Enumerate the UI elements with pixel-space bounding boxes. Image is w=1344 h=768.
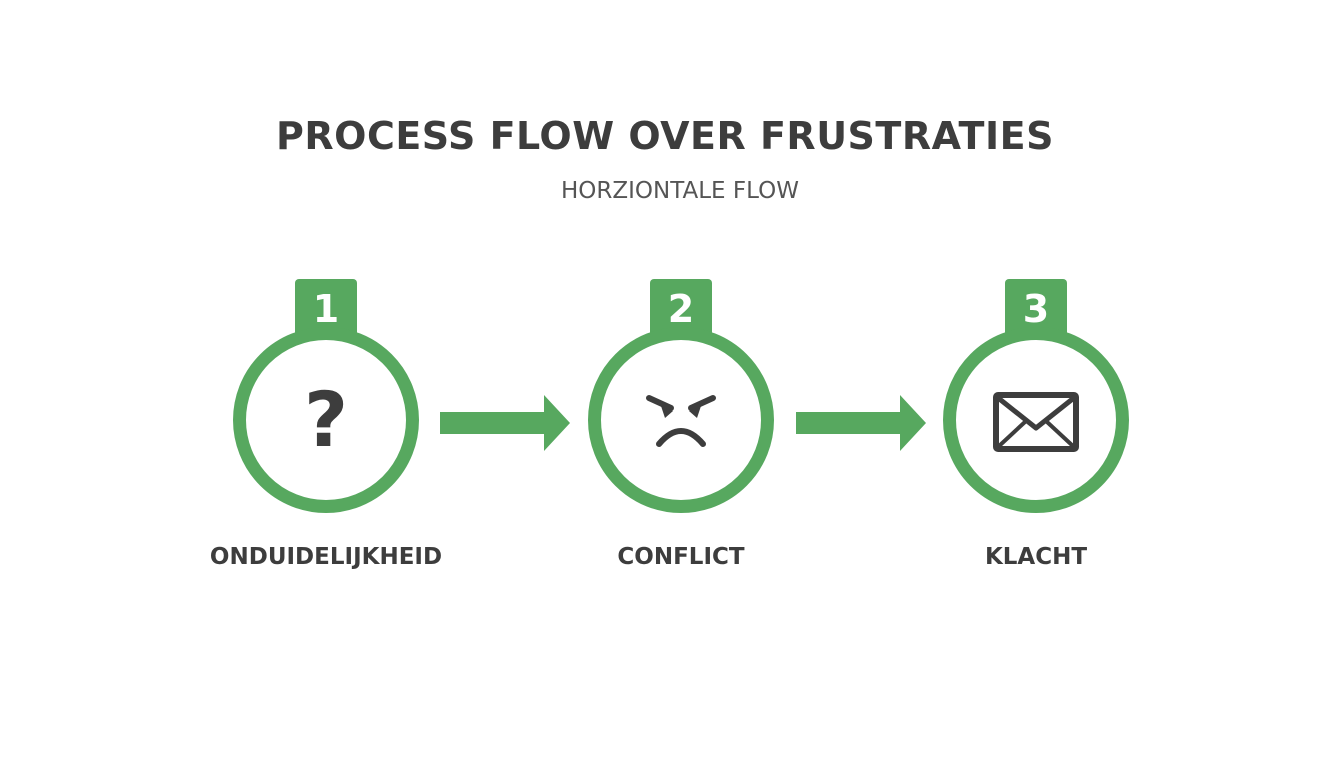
- step-3: 3 KLACHT: [916, 279, 1156, 599]
- step-label: CONFLICT: [617, 544, 745, 570]
- arrow-right-icon: [796, 395, 926, 451]
- step-2: 2 CONFLICT: [561, 279, 801, 599]
- arrow-right-icon: [440, 395, 570, 451]
- question-mark-icon: ?: [304, 375, 348, 464]
- angry-face-icon: [646, 395, 716, 447]
- step-1: 1 ? ONDUIDELIJKHEID: [206, 279, 446, 599]
- page-subtitle: HORZIONTALE FLOW: [561, 178, 799, 204]
- step-label: ONDUIDELIJKHEID: [209, 544, 443, 570]
- page-title: PROCESS FLOW OVER FRUSTRATIES: [276, 114, 1054, 158]
- step-label: KLACHT: [984, 544, 1088, 570]
- step-circle: [588, 327, 774, 513]
- step-number-badge: 1: [295, 279, 357, 333]
- envelope-icon: [993, 392, 1079, 452]
- step-number-badge: 3: [1005, 279, 1067, 333]
- step-number-badge: 2: [650, 279, 712, 333]
- step-circle: [943, 327, 1129, 513]
- step-circle: ?: [233, 327, 419, 513]
- svg-text:?: ?: [304, 375, 348, 464]
